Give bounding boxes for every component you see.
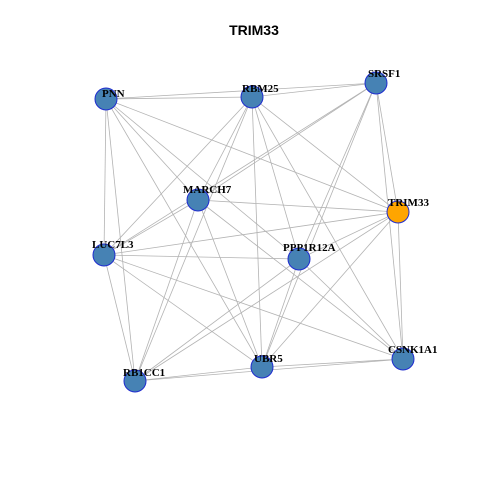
edge-rbm25-luc7l3 xyxy=(103,96,253,256)
edge-ppp1r12a-ubr5 xyxy=(261,258,300,368)
node-march7[interactable] xyxy=(186,188,210,212)
edge-rbm25-ubr5 xyxy=(251,96,263,368)
node-luc7l3[interactable] xyxy=(92,243,116,267)
edge-rbm25-march7 xyxy=(197,96,253,201)
edge-march7-luc7l3 xyxy=(103,199,199,256)
edge-pnn-ubr5 xyxy=(105,98,263,368)
edge-srsf1-ppp1r12a xyxy=(298,82,377,260)
edge-layer xyxy=(103,82,404,382)
edge-pnn-ppp1r12a xyxy=(105,98,300,260)
edge-march7-rb1cc1 xyxy=(134,199,199,382)
edge-srsf1-csnk1a1 xyxy=(375,82,404,360)
node-layer xyxy=(92,71,415,393)
edge-csnk1a1-ubr5 xyxy=(261,358,404,368)
edge-trim33-rb1cc1 xyxy=(134,211,399,382)
edge-march7-ubr5 xyxy=(197,199,263,368)
edge-srsf1-luc7l3 xyxy=(103,82,377,256)
node-ubr5[interactable] xyxy=(250,355,274,379)
node-label-csnk1a1: CSNK1A1 xyxy=(388,344,438,356)
graph-title: TRIM33 xyxy=(229,22,279,38)
edge-srsf1-trim33 xyxy=(375,82,399,213)
node-label-march7: MARCH7 xyxy=(183,184,232,196)
edge-rbm25-trim33 xyxy=(251,96,399,213)
node-srsf1[interactable] xyxy=(364,71,388,95)
edge-luc7l3-ppp1r12a xyxy=(103,254,300,260)
edge-trim33-csnk1a1 xyxy=(397,211,404,360)
node-label-ppp1r12a: PPP1R12A xyxy=(283,242,336,254)
node-csnk1a1[interactable] xyxy=(391,347,415,371)
edge-pnn-srsf1 xyxy=(105,82,377,100)
node-label-trim33: TRIM33 xyxy=(388,197,429,209)
edge-srsf1-ubr5 xyxy=(261,82,377,368)
node-label-srsf1: SRSF1 xyxy=(368,68,400,80)
edge-trim33-ppp1r12a xyxy=(298,211,399,260)
edge-pnn-luc7l3 xyxy=(103,98,107,256)
edge-march7-csnk1a1 xyxy=(197,199,404,360)
edge-luc7l3-ubr5 xyxy=(103,254,263,368)
node-rbm25[interactable] xyxy=(240,85,264,109)
node-label-ubr5: UBR5 xyxy=(254,353,283,365)
edge-rbm25-rb1cc1 xyxy=(134,96,253,382)
edge-luc7l3-rb1cc1 xyxy=(103,254,136,382)
edge-pnn-rb1cc1 xyxy=(105,98,136,382)
node-label-pnn: PNN xyxy=(102,88,125,100)
edge-pnn-rbm25 xyxy=(105,96,253,100)
edge-ubr5-rb1cc1 xyxy=(134,366,263,382)
node-trim33[interactable] xyxy=(386,200,410,224)
node-pnn[interactable] xyxy=(94,87,118,111)
edge-rbm25-srsf1 xyxy=(251,82,377,98)
node-ppp1r12a[interactable] xyxy=(287,247,311,271)
edge-luc7l3-csnk1a1 xyxy=(103,254,404,360)
node-label-luc7l3: LUC7L3 xyxy=(92,239,134,251)
edge-pnn-trim33 xyxy=(105,98,399,213)
node-label-rbm25: RBM25 xyxy=(242,83,279,95)
edge-ppp1r12a-csnk1a1 xyxy=(298,258,404,360)
node-rb1cc1[interactable] xyxy=(123,369,147,393)
edge-march7-trim33 xyxy=(197,199,399,213)
node-label-rb1cc1: RB1CC1 xyxy=(123,367,165,379)
edge-rbm25-csnk1a1 xyxy=(251,96,404,360)
edge-ppp1r12a-rb1cc1 xyxy=(134,258,300,382)
edge-trim33-luc7l3 xyxy=(103,211,399,256)
edge-trim33-ubr5 xyxy=(261,211,399,368)
edge-rbm25-ppp1r12a xyxy=(251,96,300,260)
edge-pnn-march7 xyxy=(105,98,199,201)
edge-srsf1-march7 xyxy=(197,82,377,201)
